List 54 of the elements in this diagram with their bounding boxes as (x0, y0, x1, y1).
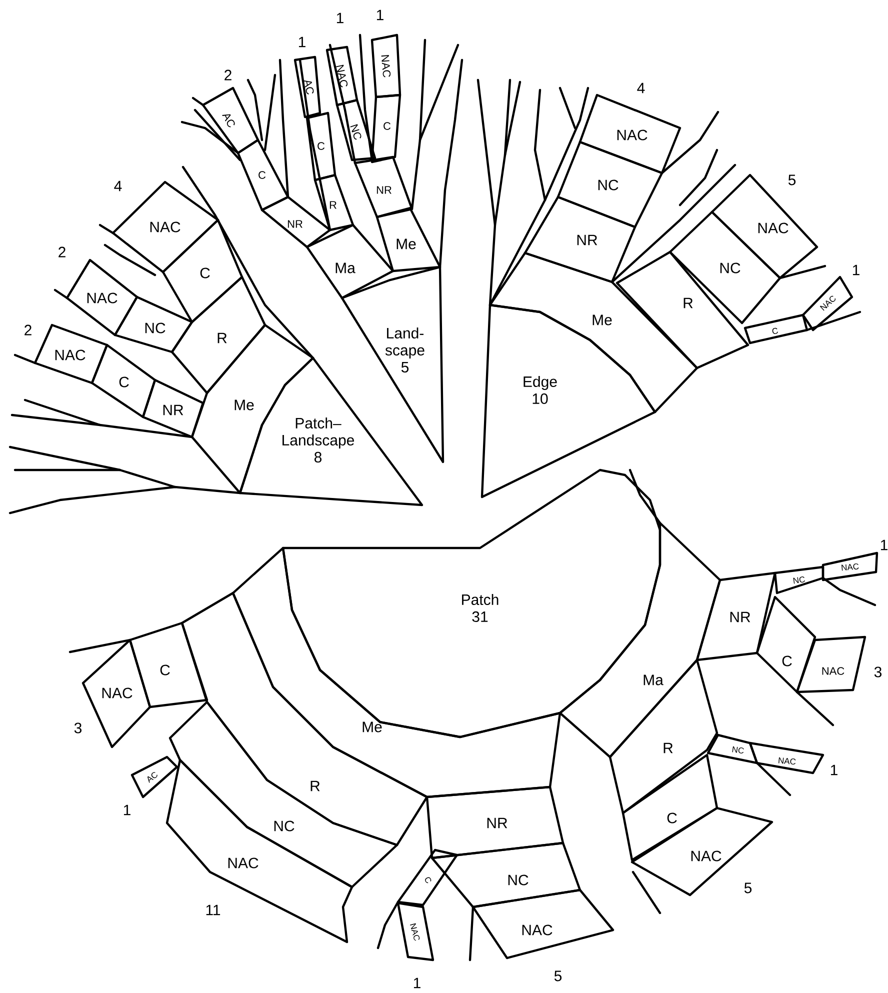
count-label: 5 (788, 174, 796, 186)
count-label: 1 (880, 540, 888, 550)
count-label: 4 (114, 180, 122, 192)
count-label: 2 (24, 324, 32, 336)
segment-box: NAC (66, 258, 138, 336)
segment-box: AC (294, 56, 322, 118)
segment-box: C (396, 848, 458, 906)
count-label: 1 (124, 804, 130, 816)
segment-box: NR (354, 156, 414, 218)
segment-box: NR (142, 378, 204, 438)
segment-box: C (236, 138, 290, 212)
segment-box: NAC (796, 636, 866, 694)
count-label: 1 (414, 978, 420, 988)
segment-box: NAC (34, 324, 108, 384)
count-label: 11 (206, 904, 220, 916)
count-label: 1 (852, 264, 860, 276)
segment-box: NAC (396, 902, 434, 962)
segment-box: Ma (306, 224, 394, 300)
segment-box: NC (556, 140, 664, 228)
count-label: 1 (830, 764, 838, 776)
count-label: 2 (58, 246, 66, 258)
count-label: 1 (336, 12, 344, 24)
segment-box: C (370, 94, 402, 164)
count-label: 2 (224, 70, 232, 80)
segment-box: C (306, 112, 336, 182)
count-label: 5 (554, 970, 562, 982)
segment-box: Me (376, 206, 442, 272)
segment-box: NC (336, 98, 376, 162)
segment-box: NR (260, 196, 332, 248)
segment-box: NR (696, 572, 776, 662)
segment-box: NAC (370, 34, 402, 98)
segment-box: AC (202, 86, 260, 154)
segment-box: NR (426, 786, 564, 860)
segment-box: C (90, 344, 156, 418)
segment-box: NC (706, 734, 758, 764)
segment-box: R (314, 174, 354, 232)
segment-box: NAC (578, 94, 682, 174)
segment-box: C (756, 596, 816, 694)
segment-box: NAC (326, 46, 358, 106)
segment-box: NC (774, 566, 824, 594)
segment-box: NAC (82, 638, 152, 748)
segment-box: NAC (472, 888, 614, 960)
count-label: 5 (744, 882, 752, 894)
segment-box: NR (524, 196, 636, 284)
segment-box: NC (430, 842, 582, 908)
count-label: 1 (376, 10, 384, 20)
segment-box: AC (130, 756, 178, 798)
count-label: 1 (298, 36, 306, 48)
segment-box: C (744, 314, 808, 344)
segment-box: NAC (748, 742, 824, 774)
count-label: 3 (874, 666, 882, 678)
segment-box: NAC (822, 552, 878, 582)
count-label: 4 (637, 82, 645, 94)
count-label: 3 (74, 722, 82, 734)
